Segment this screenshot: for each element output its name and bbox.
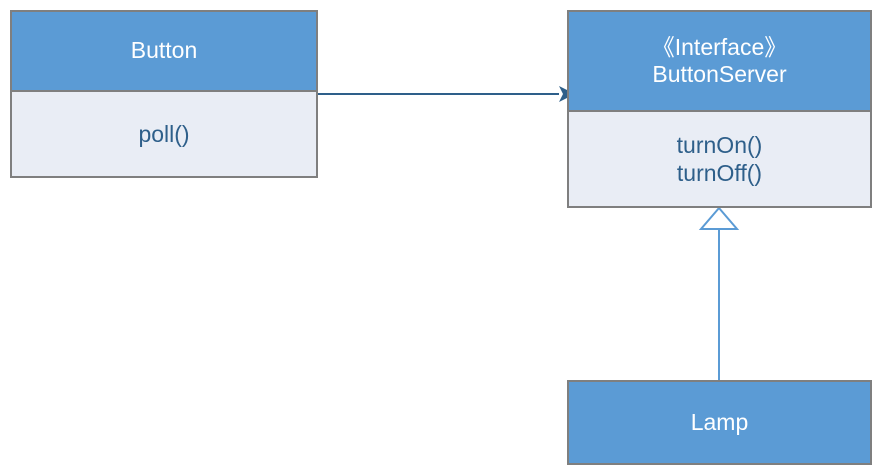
- class-member: turnOff(): [676, 160, 763, 186]
- class-member: poll(): [138, 120, 190, 147]
- class-name-lamp: Lamp: [690, 408, 749, 435]
- class-member: turnOn(): [676, 131, 763, 158]
- class-box-button[interactable]: Button poll(): [10, 10, 318, 178]
- class-stereotype-buttonserver: 《Interface》: [651, 33, 788, 60]
- hollow-triangle-arrowhead-icon: [698, 206, 740, 230]
- class-members-buttonserver: turnOn() turnOff(): [569, 112, 870, 206]
- class-box-buttonserver[interactable]: 《Interface》 ButtonServer turnOn() turnOf…: [567, 10, 872, 208]
- association-button-to-buttonserver: [318, 86, 575, 102]
- class-members-button: poll(): [12, 92, 316, 176]
- class-box-lamp[interactable]: Lamp: [567, 380, 872, 465]
- class-name-buttonserver: ButtonServer: [652, 61, 787, 87]
- class-header-button: Button: [12, 12, 316, 92]
- class-header-buttonserver: 《Interface》 ButtonServer: [569, 12, 870, 112]
- realization-lamp-to-buttonserver: [698, 206, 740, 380]
- class-name-button: Button: [130, 37, 198, 64]
- class-header-lamp: Lamp: [569, 382, 870, 463]
